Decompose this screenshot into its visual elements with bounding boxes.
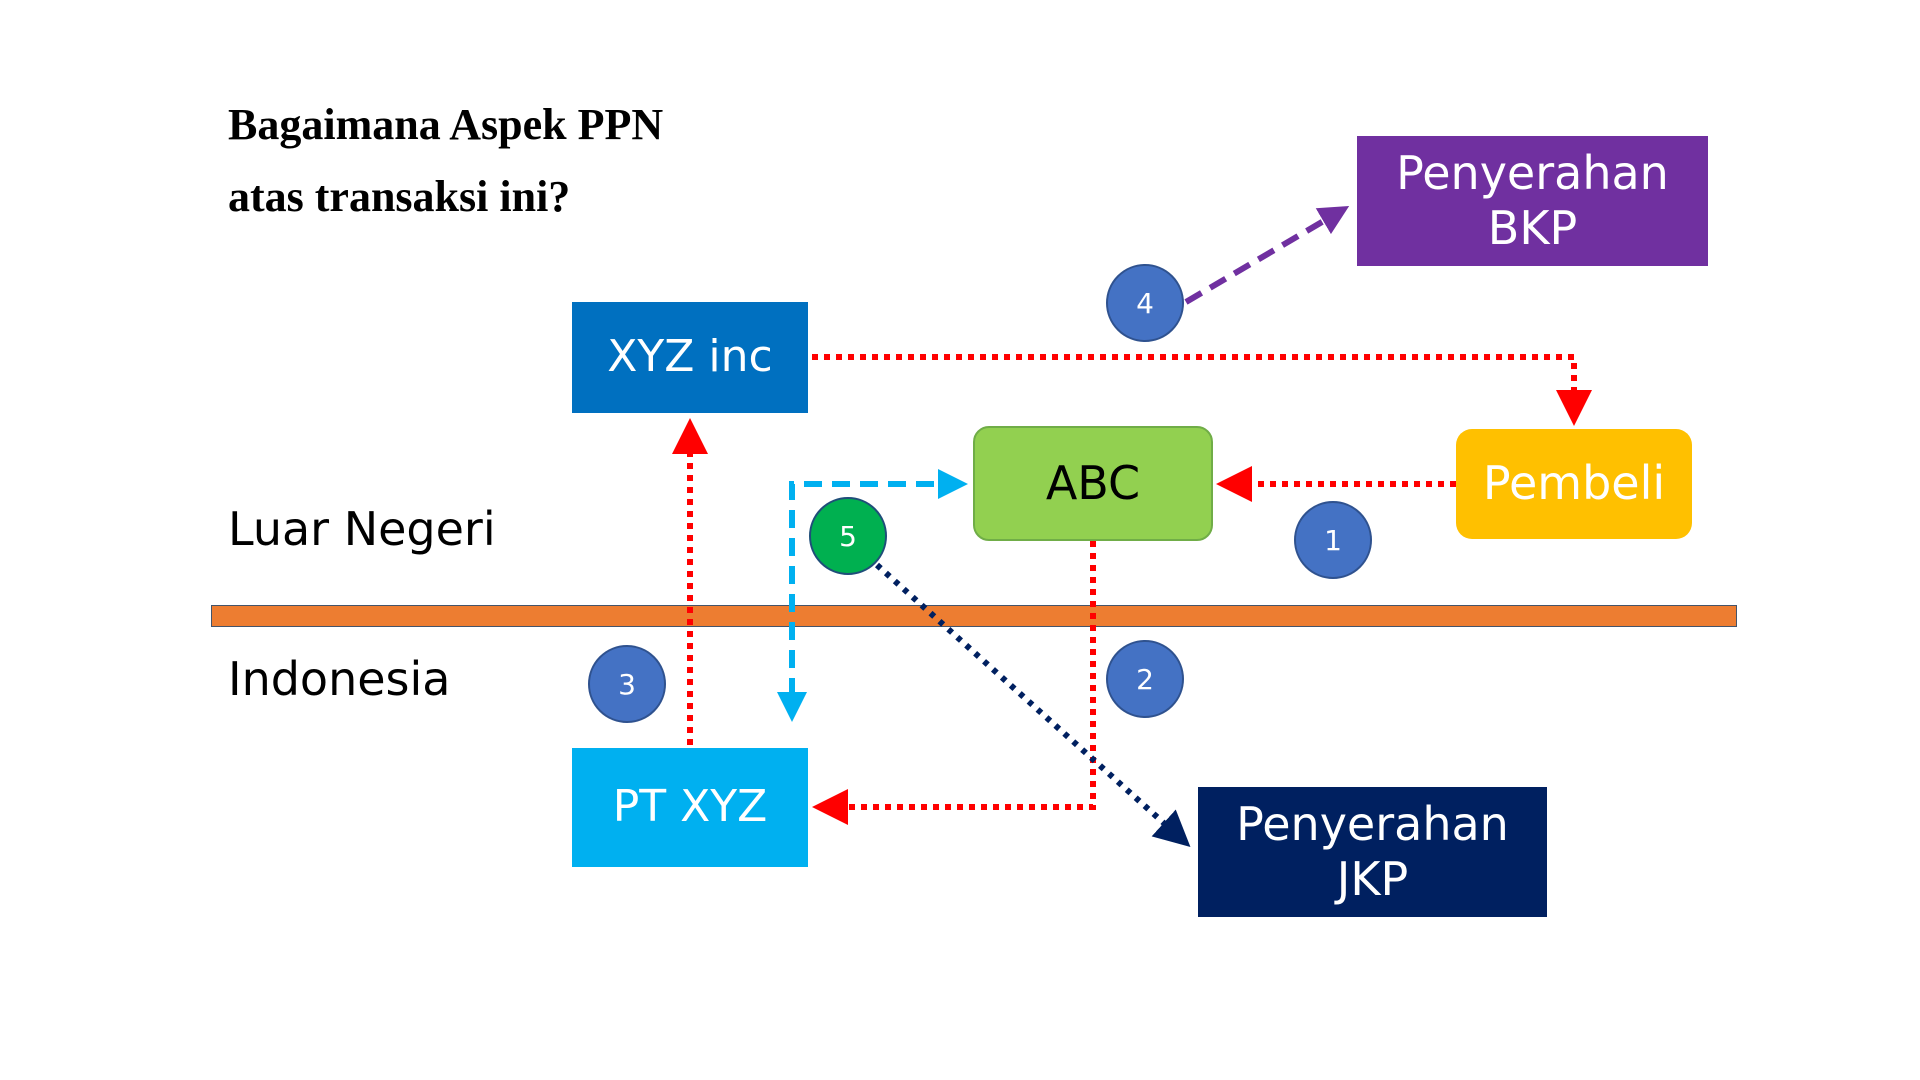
- diagram-title-line-1: Bagaimana Aspek PPN: [228, 100, 664, 149]
- node-bkp-line2: BKP: [1487, 201, 1578, 255]
- region-label-indonesia: Indonesia: [228, 652, 451, 706]
- step-badge-1: 1: [1294, 501, 1372, 579]
- diagram-title-line-2: atas transaksi ini?: [228, 172, 571, 221]
- region-label-luar-negeri: Luar Negeri: [228, 502, 496, 556]
- node-xyz-inc-label: XYZ inc: [607, 331, 773, 383]
- flow-arrow-abc-to-pt-xyz: [812, 541, 1096, 825]
- node-bkp-line1: Penyerahan: [1396, 145, 1669, 200]
- step-badge-2: 2: [1106, 640, 1184, 718]
- border-divider: [211, 605, 1737, 627]
- node-pt-xyz: PT XYZ: [572, 748, 808, 867]
- node-abc: ABC: [973, 426, 1213, 541]
- node-penyerahan-bkp: Penyerahan BKP: [1357, 136, 1708, 266]
- node-penyerahan-jkp: Penyerahan JKP: [1198, 787, 1547, 917]
- node-jkp-line1: Penyerahan: [1236, 796, 1509, 851]
- node-pt-xyz-label: PT XYZ: [612, 781, 768, 833]
- node-xyz-inc: XYZ inc: [572, 302, 808, 413]
- node-abc-label: ABC: [1045, 455, 1141, 510]
- flow-arrow-xyz-inc-to-pembeli: [812, 354, 1592, 426]
- node-jkp-line2: JKP: [1336, 852, 1409, 906]
- step-badge-5: 5: [809, 497, 887, 575]
- node-pembeli-label: Pembeli: [1482, 456, 1666, 511]
- step-badge-4: 4: [1106, 264, 1184, 342]
- step-badge-3: 3: [588, 645, 666, 723]
- flow-arrow-step4-to-bkp: [1184, 205, 1350, 305]
- node-pembeli: Pembeli: [1456, 429, 1692, 539]
